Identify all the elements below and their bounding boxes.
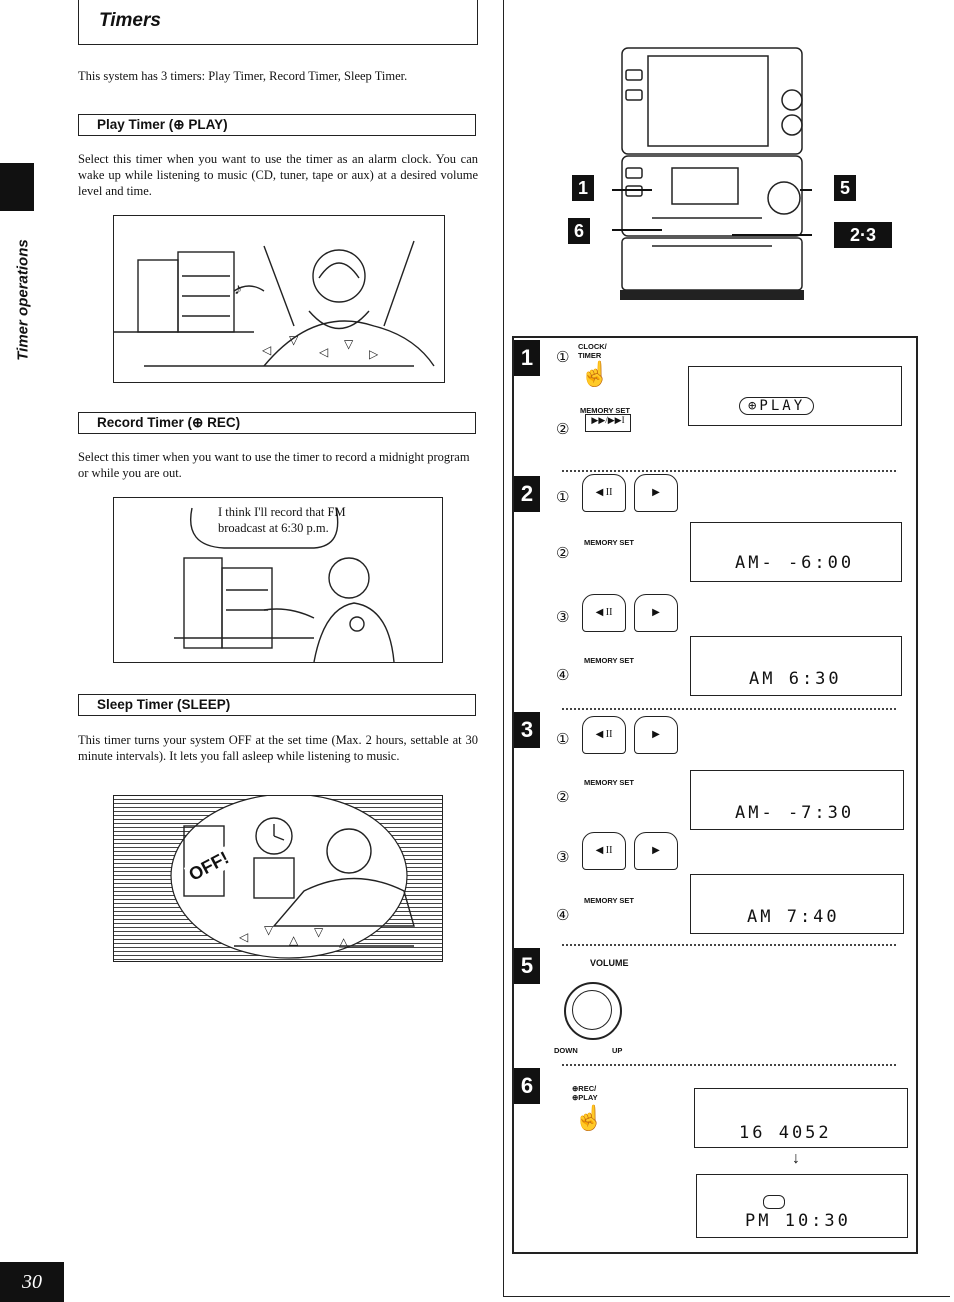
- volume-up-label: UP: [612, 1046, 623, 1055]
- side-section-label: Timer operations: [14, 239, 32, 361]
- svg-text:▷: ▷: [369, 347, 379, 361]
- divider-3: [562, 944, 896, 946]
- right-column-frame: [503, 0, 950, 1297]
- substep-2-2: ②: [556, 544, 570, 562]
- section-tab-marker: [0, 163, 34, 211]
- volume-knob-icon: [767, 181, 801, 215]
- callout-1: 1: [572, 175, 594, 201]
- title-box: Timers: [78, 0, 478, 45]
- substep-3-2: ②: [556, 788, 570, 806]
- substep-1: ①: [556, 348, 570, 366]
- volume-label: VOLUME: [590, 958, 629, 968]
- substep-2-3: ③: [556, 608, 570, 626]
- display-step-6b: PM 10:30: [696, 1174, 908, 1238]
- record-timer-text: Select this timer when you want to use t…: [78, 450, 470, 480]
- svg-text:◁: ◁: [262, 343, 272, 357]
- play-timer-text: Select this timer when you want to use t…: [78, 152, 478, 198]
- play-timer-heading-bar: Play Timer (⊕ PLAY): [78, 114, 476, 136]
- sleep-timer-illustration: ◁▽△ ▽△ OFF!: [113, 795, 443, 962]
- substep-2-4: ④: [556, 666, 570, 684]
- stereo-unit-drawing: [592, 47, 832, 300]
- arrow-down-icon: ↓: [792, 1150, 800, 1167]
- hand-press-icon-2: ☝: [574, 1106, 604, 1132]
- substep-3-1: ①: [556, 730, 570, 748]
- rec-play-label: ⊕REC/ ⊕PLAY: [572, 1084, 598, 1102]
- memory-set-label-2: MEMORY SET: [584, 538, 635, 547]
- alarm-clock-icon: [255, 817, 293, 855]
- svg-text:△: △: [339, 935, 349, 949]
- svg-text:▽: ▽: [314, 925, 324, 939]
- memory-set-label-4: MEMORY SET: [584, 778, 635, 787]
- record-timer-heading-bar: Record Timer (⊕ REC): [78, 412, 476, 434]
- memory-set-button[interactable]: ▶▶/▶▶I: [585, 414, 631, 432]
- divider-2: [562, 708, 896, 710]
- play-timer-illustration: ♪ ◁ ▽ ◁ ▽ ▷: [113, 215, 445, 383]
- svg-text:△: △: [289, 933, 299, 947]
- play-indicator-icon: [763, 1195, 785, 1209]
- record-timer-heading: Record Timer (⊕ REC): [97, 415, 241, 430]
- tune-down-button-3[interactable]: ◀ II: [582, 716, 626, 754]
- substep-2-1: ①: [556, 488, 570, 506]
- memory-set-label-1: MEMORY SET: [580, 406, 631, 415]
- divider-4: [562, 1064, 896, 1066]
- tune-down-button-4[interactable]: ◀ II: [582, 832, 626, 870]
- page-number: 30: [0, 1262, 64, 1302]
- svg-text:▽: ▽: [289, 333, 299, 347]
- display-step-6a: 16 4052: [694, 1088, 908, 1148]
- tune-up-button-4[interactable]: ▶: [634, 832, 678, 870]
- sleep-timer-text: This timer turns your system OFF at the …: [78, 733, 478, 763]
- callout-2-3: 2·3: [834, 222, 892, 248]
- intro-text: This system has 3 timers: Play Timer, Re…: [78, 69, 408, 83]
- volume-knob-inner: [572, 990, 612, 1030]
- tune-down-button-2[interactable]: ◀ II: [582, 594, 626, 632]
- substep-3-3: ③: [556, 848, 570, 866]
- recording-person-illustration: [174, 507, 395, 662]
- step-1-badge: 1: [514, 340, 540, 376]
- volume-down-label: DOWN: [554, 1046, 578, 1055]
- callout-6: 6: [568, 218, 590, 244]
- sleep-timer-heading: Sleep Timer (SLEEP): [97, 697, 231, 712]
- music-note-icon: ♪: [234, 281, 242, 298]
- tune-up-button-3[interactable]: ▶: [634, 716, 678, 754]
- memory-set-label-3: MEMORY SET: [584, 656, 635, 665]
- speech-bubble-text: I think I'll record that FM broadcast at…: [218, 505, 346, 535]
- play-timer-heading: Play Timer (⊕ PLAY): [97, 117, 228, 132]
- display-step-2a: AM- -6:00: [690, 522, 902, 582]
- svg-text:◁: ◁: [239, 930, 249, 944]
- tune-down-button[interactable]: ◀ II: [582, 474, 626, 512]
- sleep-timer-heading-bar: Sleep Timer (SLEEP): [78, 694, 476, 716]
- steps-panel: [512, 336, 918, 1254]
- step-3-badge: 3: [514, 712, 540, 748]
- hand-press-icon: ☝: [580, 362, 610, 388]
- waking-person-illustration: ♪ ◁ ▽ ◁ ▽ ▷: [114, 240, 435, 367]
- substep-2: ②: [556, 420, 570, 438]
- page-title: Timers: [99, 10, 161, 31]
- volume-knob[interactable]: [564, 982, 622, 1040]
- clock-timer-label: CLOCK/ TIMER: [578, 342, 607, 360]
- step-6-badge: 6: [514, 1068, 540, 1104]
- memory-set-label-5: MEMORY SET: [584, 896, 635, 905]
- display-step-3b: AM 7:40: [690, 874, 904, 934]
- sleeping-person-illustration: ◁ ▽ △ ▽ △: [170, 796, 415, 959]
- display-step-3a: AM- -7:30: [690, 770, 904, 830]
- callout-5: 5: [834, 175, 856, 201]
- step-2-badge: 2: [514, 476, 540, 512]
- display-step-2b: AM 6:30: [690, 636, 902, 696]
- tune-up-button[interactable]: ▶: [634, 474, 678, 512]
- record-timer-illustration: I think I'll record that FM broadcast at…: [113, 497, 443, 663]
- svg-text:▽: ▽: [344, 337, 354, 351]
- step-5-badge: 5: [514, 948, 540, 984]
- svg-text:▽: ▽: [264, 923, 274, 937]
- stereo-system-diagram: [592, 40, 832, 300]
- substep-3-4: ④: [556, 906, 570, 924]
- svg-text:◁: ◁: [319, 345, 329, 359]
- divider-1: [562, 470, 896, 472]
- tune-up-button-2[interactable]: ▶: [634, 594, 678, 632]
- display-step-1: ⊕PLAY: [688, 366, 902, 426]
